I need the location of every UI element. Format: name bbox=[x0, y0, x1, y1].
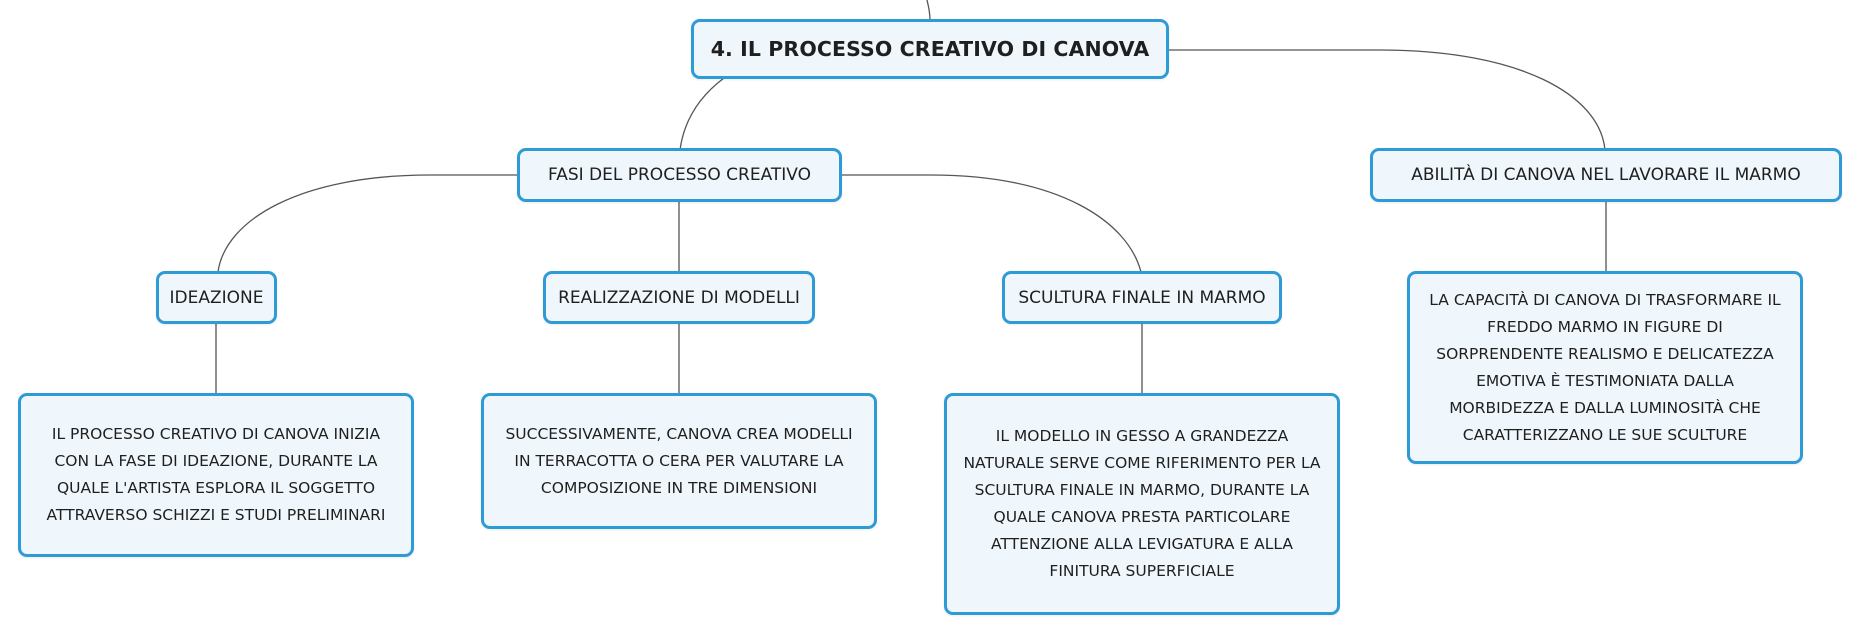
root-node-label: 4. IL PROCESSO CREATIVO DI CANOVA bbox=[710, 37, 1150, 61]
connector-fasi-to-ideazione bbox=[217, 174, 518, 273]
connector-parent-to-root bbox=[926, 0, 931, 21]
text-node-ideazione[interactable]: IL PROCESSO CREATIVO DI CANOVA INIZIA CO… bbox=[18, 393, 414, 557]
node-realizzazione-modelli[interactable]: REALIZZAZIONE DI MODELLI bbox=[543, 271, 815, 324]
text-node-abilita[interactable]: LA CAPACITÀ DI CANOVA DI TRASFORMARE IL … bbox=[1407, 271, 1803, 464]
node-fasi-processo-creativo[interactable]: FASI DEL PROCESSO CREATIVO bbox=[517, 148, 842, 202]
node-abilita-canova[interactable]: ABILITÀ DI CANOVA NEL LAVORARE IL MARMO bbox=[1370, 148, 1842, 202]
node-scultura-finale[interactable]: SCULTURA FINALE IN MARMO bbox=[1002, 271, 1282, 324]
text-modelli-content: SUCCESSIVAMENTE, CANOVA CREA MODELLI IN … bbox=[505, 424, 853, 497]
root-node[interactable]: 4. IL PROCESSO CREATIVO DI CANOVA bbox=[691, 19, 1169, 79]
text-ideazione-content: IL PROCESSO CREATIVO DI CANOVA INIZIA CO… bbox=[46, 425, 386, 524]
text-node-scultura[interactable]: IL MODELLO IN GESSO A GRANDEZZA NATURALE… bbox=[944, 393, 1340, 615]
text-node-modelli[interactable]: SUCCESSIVAMENTE, CANOVA CREA MODELLI IN … bbox=[481, 393, 877, 529]
node-ideazione-label: IDEAZIONE bbox=[169, 287, 264, 308]
connector-root-to-abilita bbox=[1168, 49, 1606, 151]
connector-root-to-fasi bbox=[679, 77, 725, 151]
connector-fasi-to-scultura bbox=[840, 174, 1142, 273]
text-abilita-content: LA CAPACITÀ DI CANOVA DI TRASFORMARE IL … bbox=[1429, 290, 1781, 444]
node-scultura-label: SCULTURA FINALE IN MARMO bbox=[1018, 287, 1266, 308]
node-modelli-label: REALIZZAZIONE DI MODELLI bbox=[558, 287, 800, 308]
node-fasi-label: FASI DEL PROCESSO CREATIVO bbox=[547, 165, 812, 185]
node-ideazione[interactable]: IDEAZIONE bbox=[156, 271, 277, 324]
node-abilita-label: ABILITÀ DI CANOVA NEL LAVORARE IL MARMO bbox=[1411, 165, 1801, 185]
text-scultura-content: IL MODELLO IN GESSO A GRANDEZZA NATURALE… bbox=[963, 427, 1321, 580]
